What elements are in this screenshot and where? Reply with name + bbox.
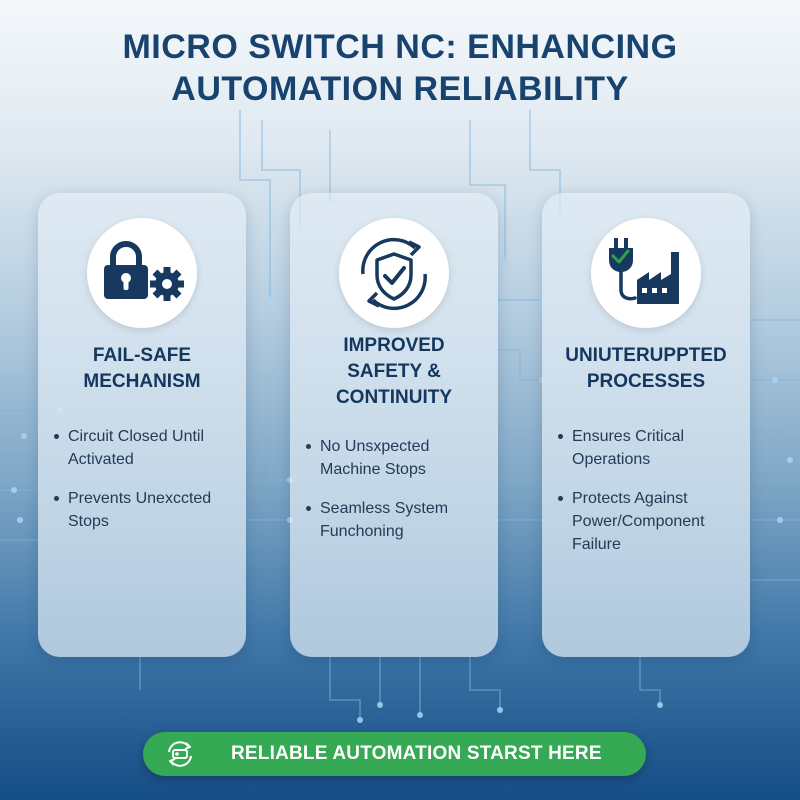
- card-title-line: CONTINUITY: [335, 387, 453, 408]
- card-title-line: PROCESSES: [586, 371, 706, 392]
- lock-gear-icon: [104, 241, 184, 301]
- card-title-line: IMPROVED: [343, 335, 445, 356]
- bullet-list: Circuit Closed Until Activated Prevents …: [52, 425, 238, 549]
- cta-button[interactable]: RELIABLE AUTOMATION STARST HERE: [143, 732, 646, 776]
- title-line-1: MICRO SWITCH NC: ENHANCING: [122, 28, 678, 66]
- bullet-list: Ensures Critical Operations Protects Aga…: [556, 425, 742, 572]
- page-title: MICRO SWITCH NC: ENHANCING AUTOMATION RE…: [0, 26, 800, 110]
- bullet-item: Ensures Critical Operations: [556, 425, 742, 471]
- card-title: FAIL-SAFE MECHANISM: [46, 343, 238, 395]
- card-icon-badge: [591, 218, 701, 328]
- card-title: IMPROVED SAFETY & CONTINUITY: [298, 333, 490, 411]
- feature-card-processes: UNIUTERUPPTED PROCESSES Ensures Critical…: [542, 193, 750, 657]
- bullet-item: Circuit Closed Until Activated: [52, 425, 238, 471]
- card-title: UNIUTERUPPTED PROCESSES: [550, 343, 742, 395]
- switch-cycle-icon: [168, 741, 192, 767]
- card-title-line: SAFETY &: [347, 361, 441, 382]
- card-icon-badge: [87, 218, 197, 328]
- feature-card-safety: IMPROVED SAFETY & CONTINUITY No Unsxpect…: [290, 193, 498, 657]
- cta-label: RELIABLE AUTOMATION STARST HERE: [231, 743, 602, 764]
- bullet-item: Seamless System Funchoning: [304, 497, 490, 543]
- card-title-line: MECHANISM: [83, 371, 201, 392]
- title-line-2: AUTOMATION RELIABILITY: [171, 70, 629, 108]
- bullet-item: Prevents Unexccted Stops: [52, 487, 238, 533]
- plug-factory-icon: [609, 238, 679, 304]
- bullet-item: No Unsxpected Machine Stops: [304, 435, 490, 481]
- bullet-list: No Unsxpected Machine Stops Seamless Sys…: [304, 435, 490, 559]
- card-title-line: UNIUTERUPPTED: [565, 345, 727, 366]
- feature-card-fail-safe: FAIL-SAFE MECHANISM Circuit Closed Until…: [38, 193, 246, 657]
- card-icon-badge: [339, 218, 449, 328]
- card-title-line: FAIL-SAFE: [92, 345, 192, 366]
- bullet-item: Protects Against Power/Component Failure: [556, 487, 742, 556]
- shield-check-cycle-icon: [361, 237, 427, 311]
